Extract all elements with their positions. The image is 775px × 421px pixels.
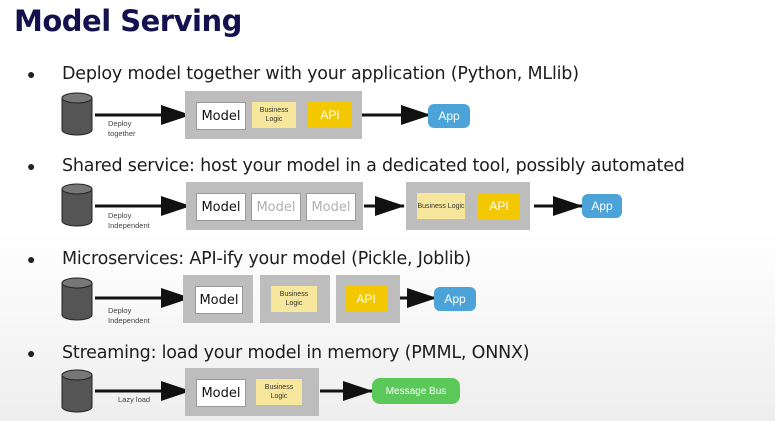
model-box: Model <box>196 379 246 407</box>
database-icon <box>61 92 93 136</box>
database-icon <box>61 183 93 227</box>
bullet-streaming: Streaming: load your model in memory (PM… <box>62 343 530 363</box>
business-logic-box: Business Logic <box>252 102 296 128</box>
model-box-replica: Model <box>306 193 356 221</box>
bullet-deploy-together: Deploy model together with your applicat… <box>62 64 579 84</box>
business-logic-box: Business Logic <box>256 379 302 405</box>
bullet-microservices: Microservices: API-ify your model (Pickl… <box>62 249 471 269</box>
deploy-independent-label: Deploy Independent <box>108 211 150 230</box>
bullet-dot: ● <box>27 158 36 174</box>
bullet-dot: ● <box>27 251 36 267</box>
business-logic-box: Business Logic <box>271 286 317 312</box>
model-box-replica: Model <box>251 193 301 221</box>
bullet-shared-service: Shared service: host your model in a ded… <box>62 156 685 176</box>
deploy-independent-label: Deploy Independent <box>108 306 150 325</box>
app-box: App <box>582 194 622 218</box>
api-box: API <box>308 102 352 128</box>
lazy-load-label: Lazy load <box>118 395 151 404</box>
business-logic-box: Business Logic <box>417 193 465 219</box>
app-box: App <box>434 287 476 311</box>
slide-title: Model Serving <box>14 4 242 38</box>
api-box: API <box>345 286 387 312</box>
message-bus: Message Bus <box>372 378 460 404</box>
bullet-dot: ● <box>27 66 36 82</box>
model-box: Model <box>196 102 246 130</box>
database-icon <box>61 369 93 413</box>
database-icon <box>61 277 93 321</box>
model-box: Model <box>196 193 246 221</box>
bullet-dot: ● <box>27 345 36 361</box>
app-box: App <box>428 104 470 128</box>
api-box: API <box>478 193 520 219</box>
model-box: Model <box>195 286 243 314</box>
deploy-together-label: Deploy together <box>108 119 136 138</box>
